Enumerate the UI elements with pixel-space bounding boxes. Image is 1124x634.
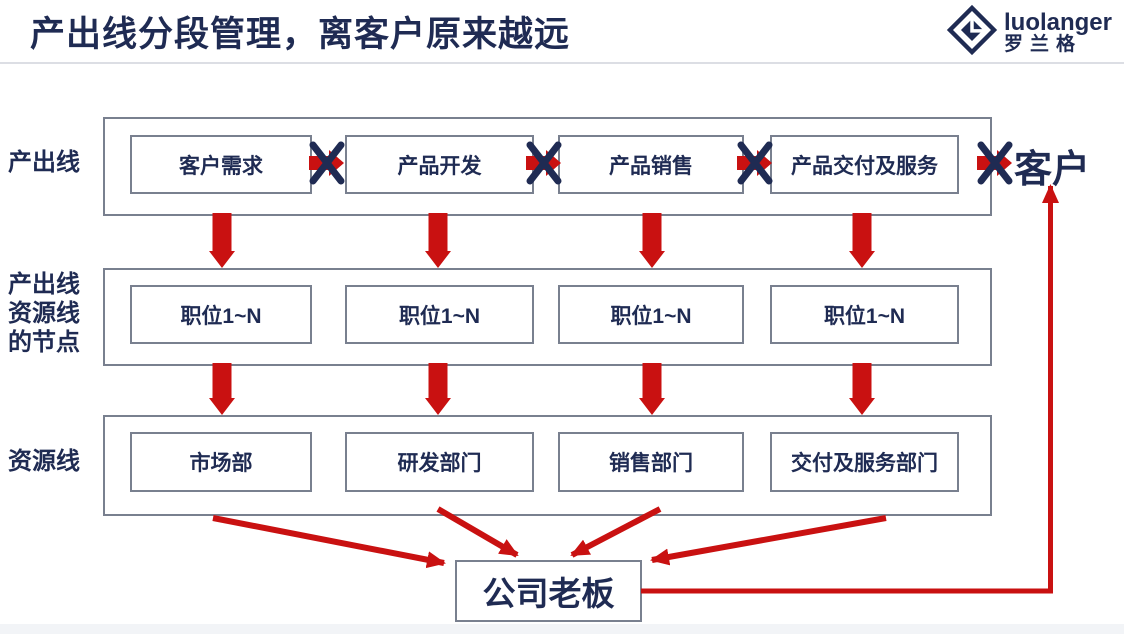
box-product-sales: 产品销售 (558, 135, 744, 194)
box-rnd-dept: 研发部门 (345, 432, 534, 492)
down-arrow-output-to-position-3 (639, 213, 665, 268)
down-arrow-position-to-dept-4 (849, 363, 875, 415)
down-arrow-position-to-dept-1 (209, 363, 235, 415)
down-arrow-position-to-dept-3 (639, 363, 665, 415)
box-company-boss: 公司老板 (455, 560, 642, 622)
box-product-delivery-service: 产品交付及服务 (770, 135, 959, 194)
logo-name-zh: 罗兰格 (1003, 34, 1082, 56)
logo-name-en: luolanger (1003, 8, 1112, 36)
side-label-nodes-line3: 的节点 (8, 329, 80, 356)
box-customer-needs: 客户需求 (130, 135, 312, 194)
feedback-arrow-boss-to-customer (641, 184, 1059, 594)
box-position-3: 职位1~N (558, 285, 744, 344)
box-position-1: 职位1~N (130, 285, 312, 344)
converge-arrow-delivery-to-boss (650, 515, 887, 566)
side-label-resource-line: 资源线 (8, 448, 80, 475)
box-position-2: 职位1~N (345, 285, 534, 344)
company-logo: luolanger 罗兰格 (946, 4, 1112, 61)
side-label-output-resource-nodes: 产出线 资源线 的节点 (8, 270, 80, 357)
down-arrow-output-to-position-1 (209, 213, 235, 268)
logo-diamond-icon (946, 4, 998, 61)
box-sales-dept: 销售部门 (558, 432, 744, 492)
box-marketing-dept: 市场部 (130, 432, 312, 492)
side-label-nodes-line1: 产出线 (8, 271, 80, 298)
side-label-nodes-line2: 资源线 (8, 300, 80, 327)
bottom-strip (0, 624, 1124, 634)
logo-text: luolanger 罗兰格 (1004, 10, 1112, 55)
side-label-output-line: 产出线 (8, 149, 80, 176)
box-position-4: 职位1~N (770, 285, 959, 344)
down-arrow-position-to-dept-2 (425, 363, 451, 415)
box-product-development: 产品开发 (345, 135, 534, 194)
converge-arrow-marketing-to-boss (212, 515, 446, 569)
down-arrow-output-to-position-4 (849, 213, 875, 268)
slide-title: 产出线分段管理，离客户原来越远 (30, 15, 571, 54)
customer-label: 客户 (1014, 149, 1091, 191)
box-delivery-service-dept: 交付及服务部门 (770, 432, 959, 492)
down-arrow-output-to-position-2 (425, 213, 451, 268)
header-divider (0, 62, 1124, 64)
